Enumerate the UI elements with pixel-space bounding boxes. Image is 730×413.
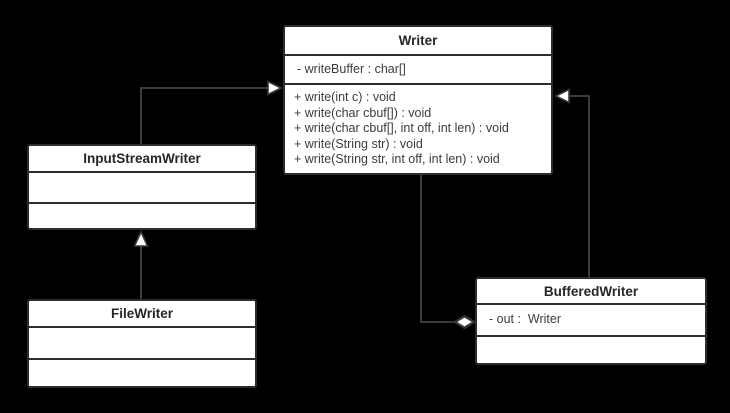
class-filewriter-methods-compartment [29,360,255,386]
class-title-filewriter: FileWriter [29,301,255,328]
hollow-diamond-icon [452,314,477,330]
attribute-writebuffer: - writeBuffer : char[] [297,61,406,76]
aggregation-connector-bufferedwriter-out-to-writer[interactable] [420,174,477,330]
method-write-char-array-off-len: + write(char cbuf[], int off, int len) :… [294,121,509,135]
attribute-out: - out : Writer [489,312,562,327]
class-box-inputstreamwriter[interactable]: InputStreamWriter [27,144,257,230]
class-box-writer[interactable]: Writer - writeBuffer : char[] + write(in… [283,25,553,175]
class-title-inputstreamwriter: InputStreamWriter [29,146,255,173]
class-inputstreamwriter-attributes-compartment [29,173,255,204]
class-bufferedwriter-attributes-compartment: - out : Writer [477,305,705,337]
method-write-string: + write(String str) : void [294,136,423,151]
class-title-bufferedwriter: BufferedWriter [477,279,705,305]
method-write-int: + write(int c) : void [294,90,396,104]
method-write-string-off-len: + write(String str, int off, int len) : … [294,152,500,166]
hollow-triangle-icon [554,88,570,104]
class-box-filewriter[interactable]: FileWriter [27,299,257,388]
class-writer-attributes-compartment: - writeBuffer : char[] [285,56,551,85]
hollow-triangle-icon [133,230,149,247]
inheritance-connector-inputstreamwriter-to-writer[interactable] [140,80,283,146]
class-filewriter-attributes-compartment [29,328,255,360]
class-box-bufferedwriter[interactable]: BufferedWriter - out : Writer [475,277,707,365]
method-write-char-array: + write(char cbuf[]) : void [294,105,432,120]
class-title-writer: Writer [285,27,551,56]
class-inputstreamwriter-methods-compartment [29,204,255,228]
hollow-triangle-icon [267,80,283,96]
class-writer-methods-compartment: + write(int c) : void + write(char cbuf[… [285,85,551,173]
inheritance-connector-filewriter-to-inputstreamwriter[interactable] [133,230,149,300]
inheritance-connector-bufferedwriter-to-writer[interactable] [554,88,590,279]
class-bufferedwriter-methods-compartment [477,337,705,363]
